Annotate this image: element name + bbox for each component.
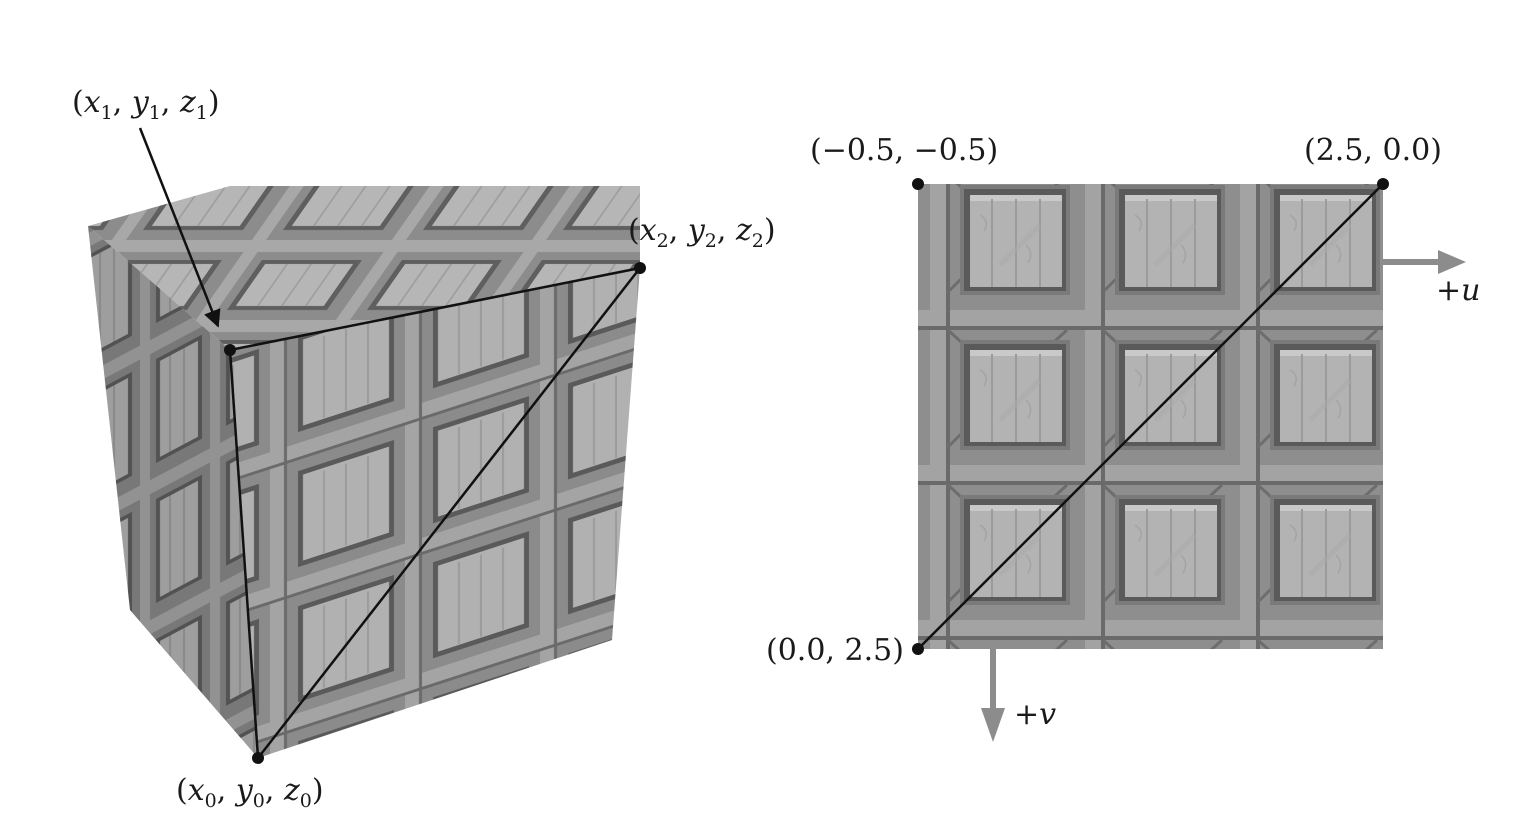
texture-triangle-edge (917, 183, 1384, 650)
cube-front-face (230, 268, 640, 758)
vertex-v2-dot (634, 262, 646, 274)
vertex-v1-pointer-arrow (138, 127, 221, 328)
textured-cube: (x1, y1, z1) (x2, y2, z2) (x0, y0, z0) (72, 85, 776, 812)
texture-top-right-label: (2.5, 0.0) (1304, 133, 1442, 168)
cube-edge-v1-v2 (229, 266, 641, 352)
v-axis-label: +v (1014, 697, 1056, 732)
u-axis-label: +u (1436, 273, 1480, 308)
u-axis-arrow (1383, 250, 1466, 274)
cube-top-face (88, 186, 640, 350)
texture-top-right-dot (1377, 178, 1389, 190)
vertex-v1-label: (x1, y1, z1) (72, 85, 220, 124)
cube-edge-v0-v2 (257, 267, 641, 759)
vertex-v1-dot (224, 344, 236, 356)
cube-left-face (88, 226, 258, 758)
cube-edge-v1-v0 (228, 349, 260, 759)
texture-top-left-dot (912, 178, 924, 190)
texture-bottom-left-dot (912, 643, 924, 655)
texture-top-left-label: (−0.5, −0.5) (810, 133, 998, 168)
vertex-v0-label: (x0, y0, z0) (176, 773, 324, 812)
v-axis-arrow (981, 649, 1005, 742)
vertex-v0-dot (252, 752, 264, 764)
texture-map: +u +v (−0.5, −0.5) (2.5, 0.0) (0.0, 2.5) (766, 133, 1480, 742)
texture-bottom-left-label: (0.0, 2.5) (766, 633, 904, 668)
vertex-v2-label: (x2, y2, z2) (628, 213, 776, 252)
